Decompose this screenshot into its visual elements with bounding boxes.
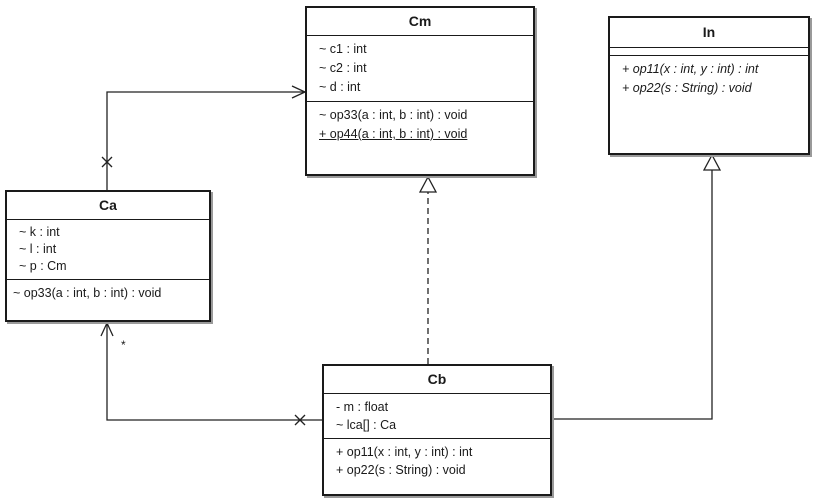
class-cm[interactable]: Cm ~ c1 : int ~ c2 : int ~ d : int ~ op3… bbox=[305, 6, 535, 176]
abstract-operation: + op11(x : int, y : int) : int bbox=[622, 62, 759, 76]
attribute: ~ k : int bbox=[19, 225, 60, 239]
multiplicity-label: * bbox=[121, 338, 126, 352]
realization-cb-cm bbox=[418, 175, 438, 364]
association-ca-cm bbox=[101, 85, 307, 190]
attributes-section bbox=[610, 48, 808, 56]
class-ca[interactable]: Ca ~ k : int ~ l : int ~ p : Cm ~ op33(a… bbox=[5, 190, 211, 322]
operations-section: + op11(x : int, y : int) : int + op22(s … bbox=[610, 56, 808, 102]
attribute: ~ c1 : int bbox=[319, 42, 367, 56]
operations-section: ~ op33(a : int, b : int) : void bbox=[7, 280, 209, 307]
attribute: ~ d : int bbox=[319, 80, 361, 94]
operation: ~ op33(a : int, b : int) : void bbox=[13, 286, 162, 300]
operation: + op11(x : int, y : int) : int bbox=[336, 445, 473, 459]
class-name: Ca bbox=[7, 192, 209, 220]
attribute: ~ c2 : int bbox=[319, 61, 367, 75]
operations-section: + op11(x : int, y : int) : int + op22(s … bbox=[324, 439, 550, 483]
abstract-operation: + op22(s : String) : void bbox=[622, 81, 752, 95]
class-name: Cb bbox=[324, 366, 550, 394]
hollow-triangle-icon bbox=[702, 153, 722, 171]
attributes-section: ~ k : int ~ l : int ~ p : Cm bbox=[7, 220, 209, 280]
static-operation: + op44(a : int, b : int) : void bbox=[319, 127, 468, 141]
class-name: Cm bbox=[307, 8, 533, 36]
attribute: ~ l : int bbox=[19, 242, 57, 256]
operation: ~ op33(a : int, b : int) : void bbox=[319, 108, 468, 122]
operation: + op44(a : int, b : int) : void bbox=[319, 125, 533, 144]
realization-cb-in bbox=[552, 153, 722, 420]
attributes-section: ~ c1 : int ~ c2 : int ~ d : int bbox=[307, 36, 533, 102]
association-cb-ca bbox=[100, 321, 322, 426]
class-cb[interactable]: Cb - m : float ~ lca[] : Ca + op11(x : i… bbox=[322, 364, 552, 496]
operations-section: ~ op33(a : int, b : int) : void + op44(a… bbox=[307, 102, 533, 148]
class-name: In bbox=[610, 18, 808, 48]
attribute: ~ p : Cm bbox=[19, 259, 67, 273]
attribute: ~ lca[] : Ca bbox=[336, 418, 397, 432]
operation: + op22(s : String) : void bbox=[336, 463, 466, 477]
open-arrowhead-icon bbox=[100, 321, 114, 337]
attribute: - m : float bbox=[336, 400, 389, 414]
hollow-triangle-icon bbox=[418, 175, 438, 193]
interface-in[interactable]: In + op11(x : int, y : int) : int + op22… bbox=[608, 16, 810, 155]
attributes-section: - m : float ~ lca[] : Ca bbox=[324, 394, 550, 439]
